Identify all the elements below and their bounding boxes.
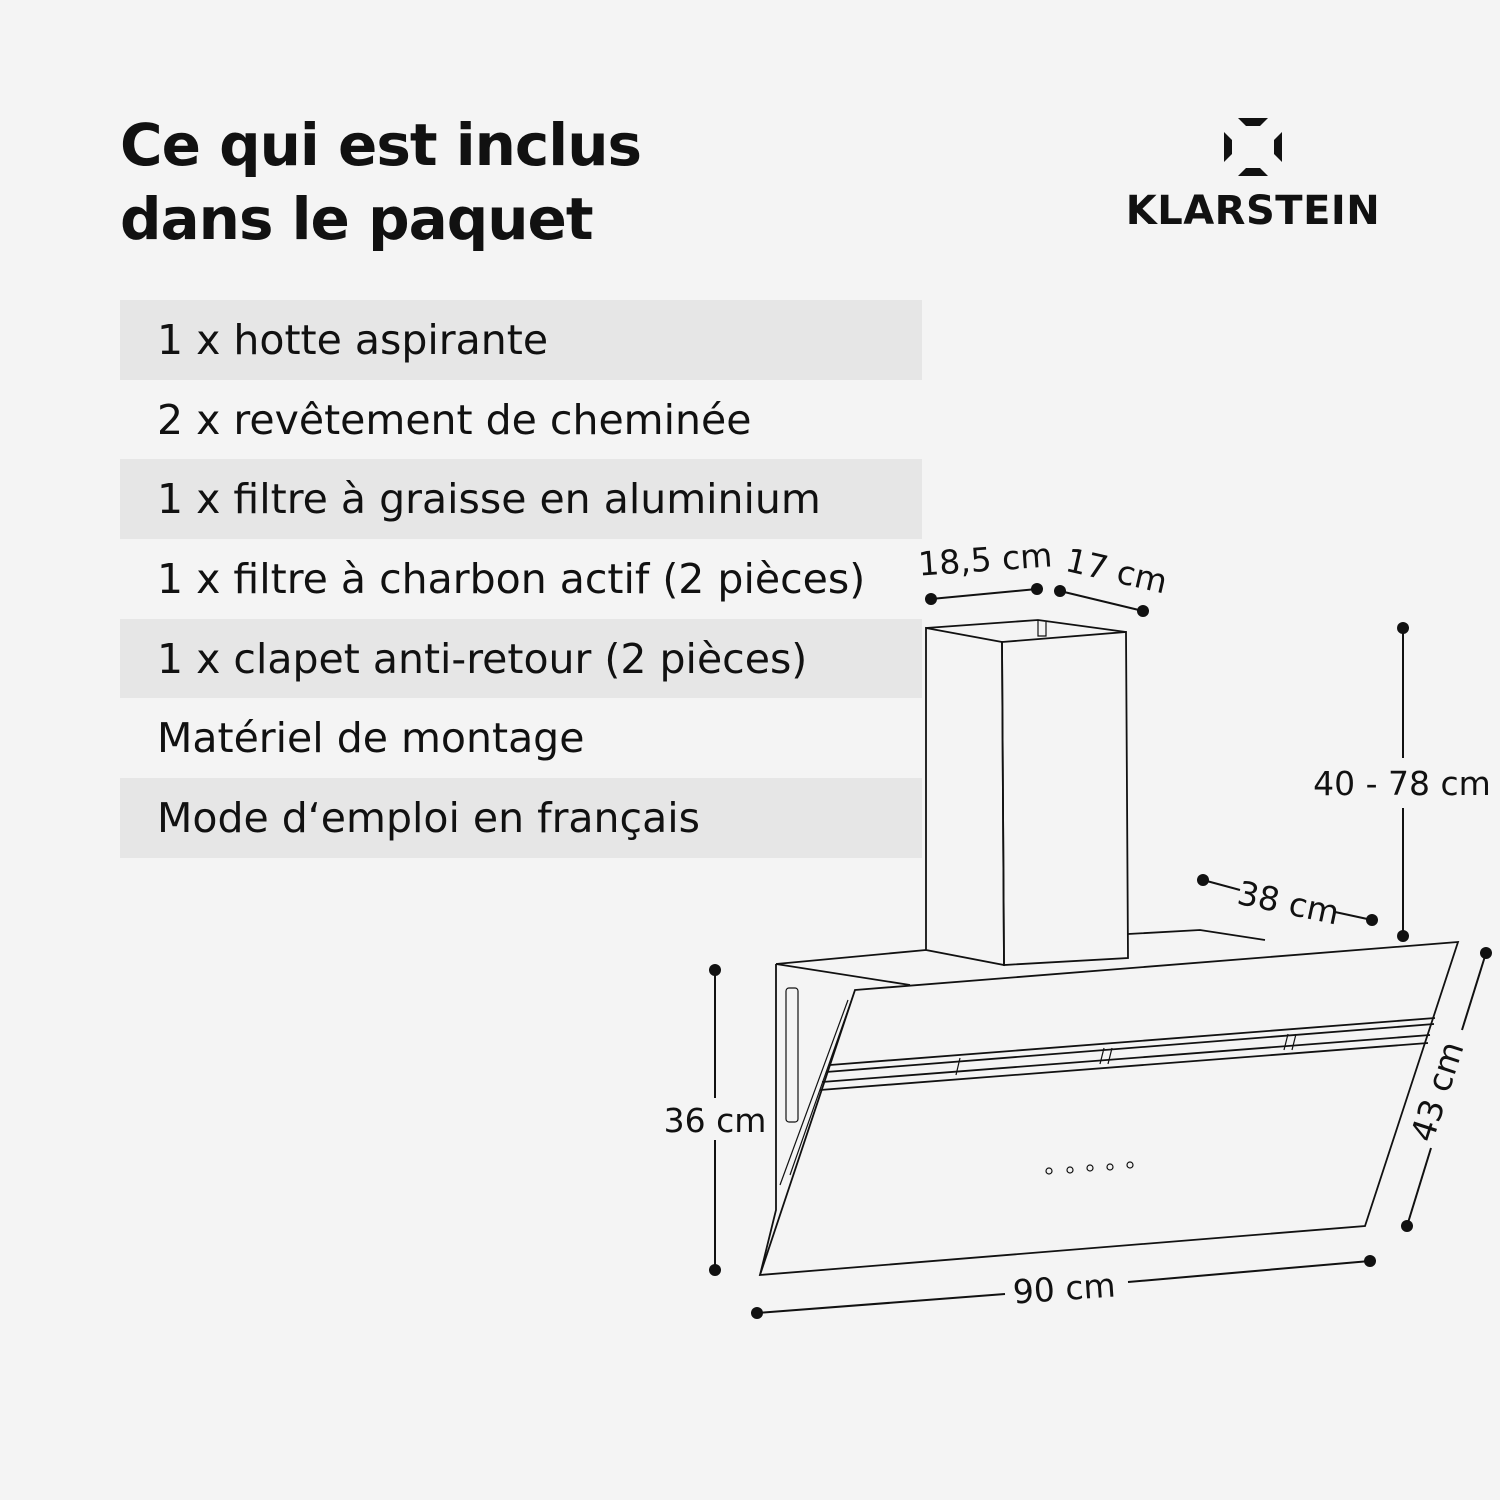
chimney: [925, 619, 1129, 967]
chimney-depth-label: 17 cm: [1062, 540, 1171, 601]
list-item: 1 x filtre à charbon actif (2 pièces): [157, 555, 866, 604]
title-line-2: dans le paquet: [120, 185, 594, 253]
dimension-chimney-depth: 17 cm: [1054, 540, 1171, 617]
glass-height-label: 43 cm: [1403, 1037, 1472, 1147]
dimension-hood-depth: 38 cm: [1197, 873, 1378, 933]
list-item: Mode d‘emploi en français: [120, 778, 922, 858]
brand-name: KLARSTEIN: [1125, 188, 1381, 234]
package-contents-list: 1 x hotte aspirante 2 x revêtement de ch…: [120, 300, 922, 858]
list-item: 1 x hotte aspirante: [120, 300, 922, 380]
hood-body: [758, 929, 1460, 1277]
page-title: Ce qui est inclus dans le paquet: [120, 108, 642, 256]
list-item: 2 x revêtement de cheminée: [157, 395, 752, 444]
dimension-chimney-width: 18,5 cm: [917, 535, 1054, 605]
chimney-width-label: 18,5 cm: [917, 535, 1054, 583]
klarstein-logo-icon: [1224, 118, 1282, 176]
hood-depth-label: 38 cm: [1234, 873, 1343, 933]
control-buttons: [1045, 1161, 1134, 1175]
dimension-chimney-height: 40 - 78 cm: [1313, 622, 1491, 942]
list-item: Matériel de montage: [157, 714, 585, 763]
chimney-height-label: 40 - 78 cm: [1313, 764, 1491, 803]
dimension-glass-height: 43 cm: [1401, 947, 1492, 1232]
list-item: 1 x clapet anti-retour (2 pièces): [120, 618, 922, 699]
brand-logo: KLARSTEIN: [1120, 116, 1386, 234]
title-line-1: Ce qui est inclus: [120, 111, 642, 179]
hood-height-label: 36 cm: [664, 1101, 767, 1140]
dimension-hood-height: 36 cm: [664, 964, 767, 1276]
dimension-hood-width: 90 cm: [751, 1255, 1376, 1319]
list-item: 1 x filtre à graisse en aluminium: [120, 459, 922, 540]
hood-width-label: 90 cm: [1012, 1265, 1117, 1311]
